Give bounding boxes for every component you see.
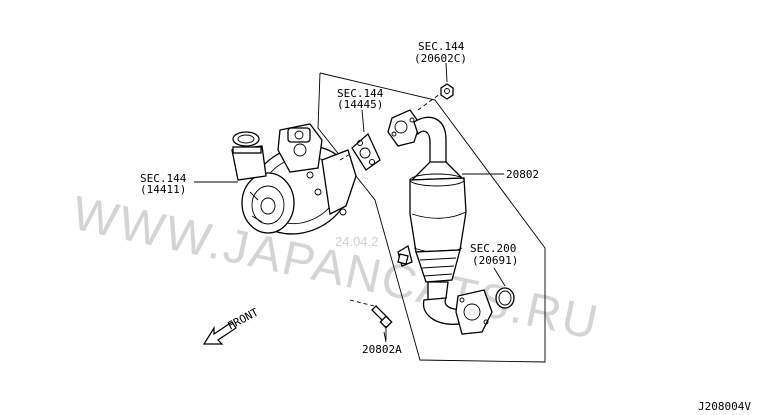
label-sec200-line2: (20691) <box>472 254 518 267</box>
label-sec144-gasket-line2: (14445) <box>337 98 383 111</box>
gasket-20691 <box>495 287 515 309</box>
leader-lines <box>194 62 506 343</box>
label-20802a: 20802A <box>362 343 402 356</box>
label-20802: 20802 <box>506 168 539 181</box>
gasket-14445 <box>339 132 381 171</box>
bolt-20802a <box>349 299 393 340</box>
label-sec144-nut-line2: (20602C) <box>414 52 467 65</box>
turbocharger <box>231 123 357 235</box>
label-sec144-nut-line1: SEC.144 <box>418 40 465 53</box>
label-sec144-gasket-line1: SEC.144 <box>337 87 384 100</box>
assembly-outline <box>317 72 546 363</box>
label-sec144-turbo-line1: SEC.144 <box>140 172 187 185</box>
diagram-code: J208004V <box>698 400 751 413</box>
nut-20602c <box>417 83 454 111</box>
callout-sec144-nut: SEC.144 (20602C) <box>414 40 467 65</box>
callout-sec200: SEC.200 (20691) <box>470 242 518 267</box>
catalytic-converter <box>387 109 493 335</box>
label-front: FRONT <box>225 305 261 332</box>
callout-sec144-turbo: SEC.144 (14411) <box>140 172 187 196</box>
callout-sec144-gasket: SEC.144 (14445) <box>337 87 384 111</box>
label-sec200-line1: SEC.200 <box>470 242 516 255</box>
watermark-stamp: 24.04.2 <box>335 234 378 249</box>
front-indicator: FRONT <box>202 305 261 345</box>
label-sec144-turbo-line2: (14411) <box>140 183 186 196</box>
front-arrow-icon <box>202 321 237 345</box>
